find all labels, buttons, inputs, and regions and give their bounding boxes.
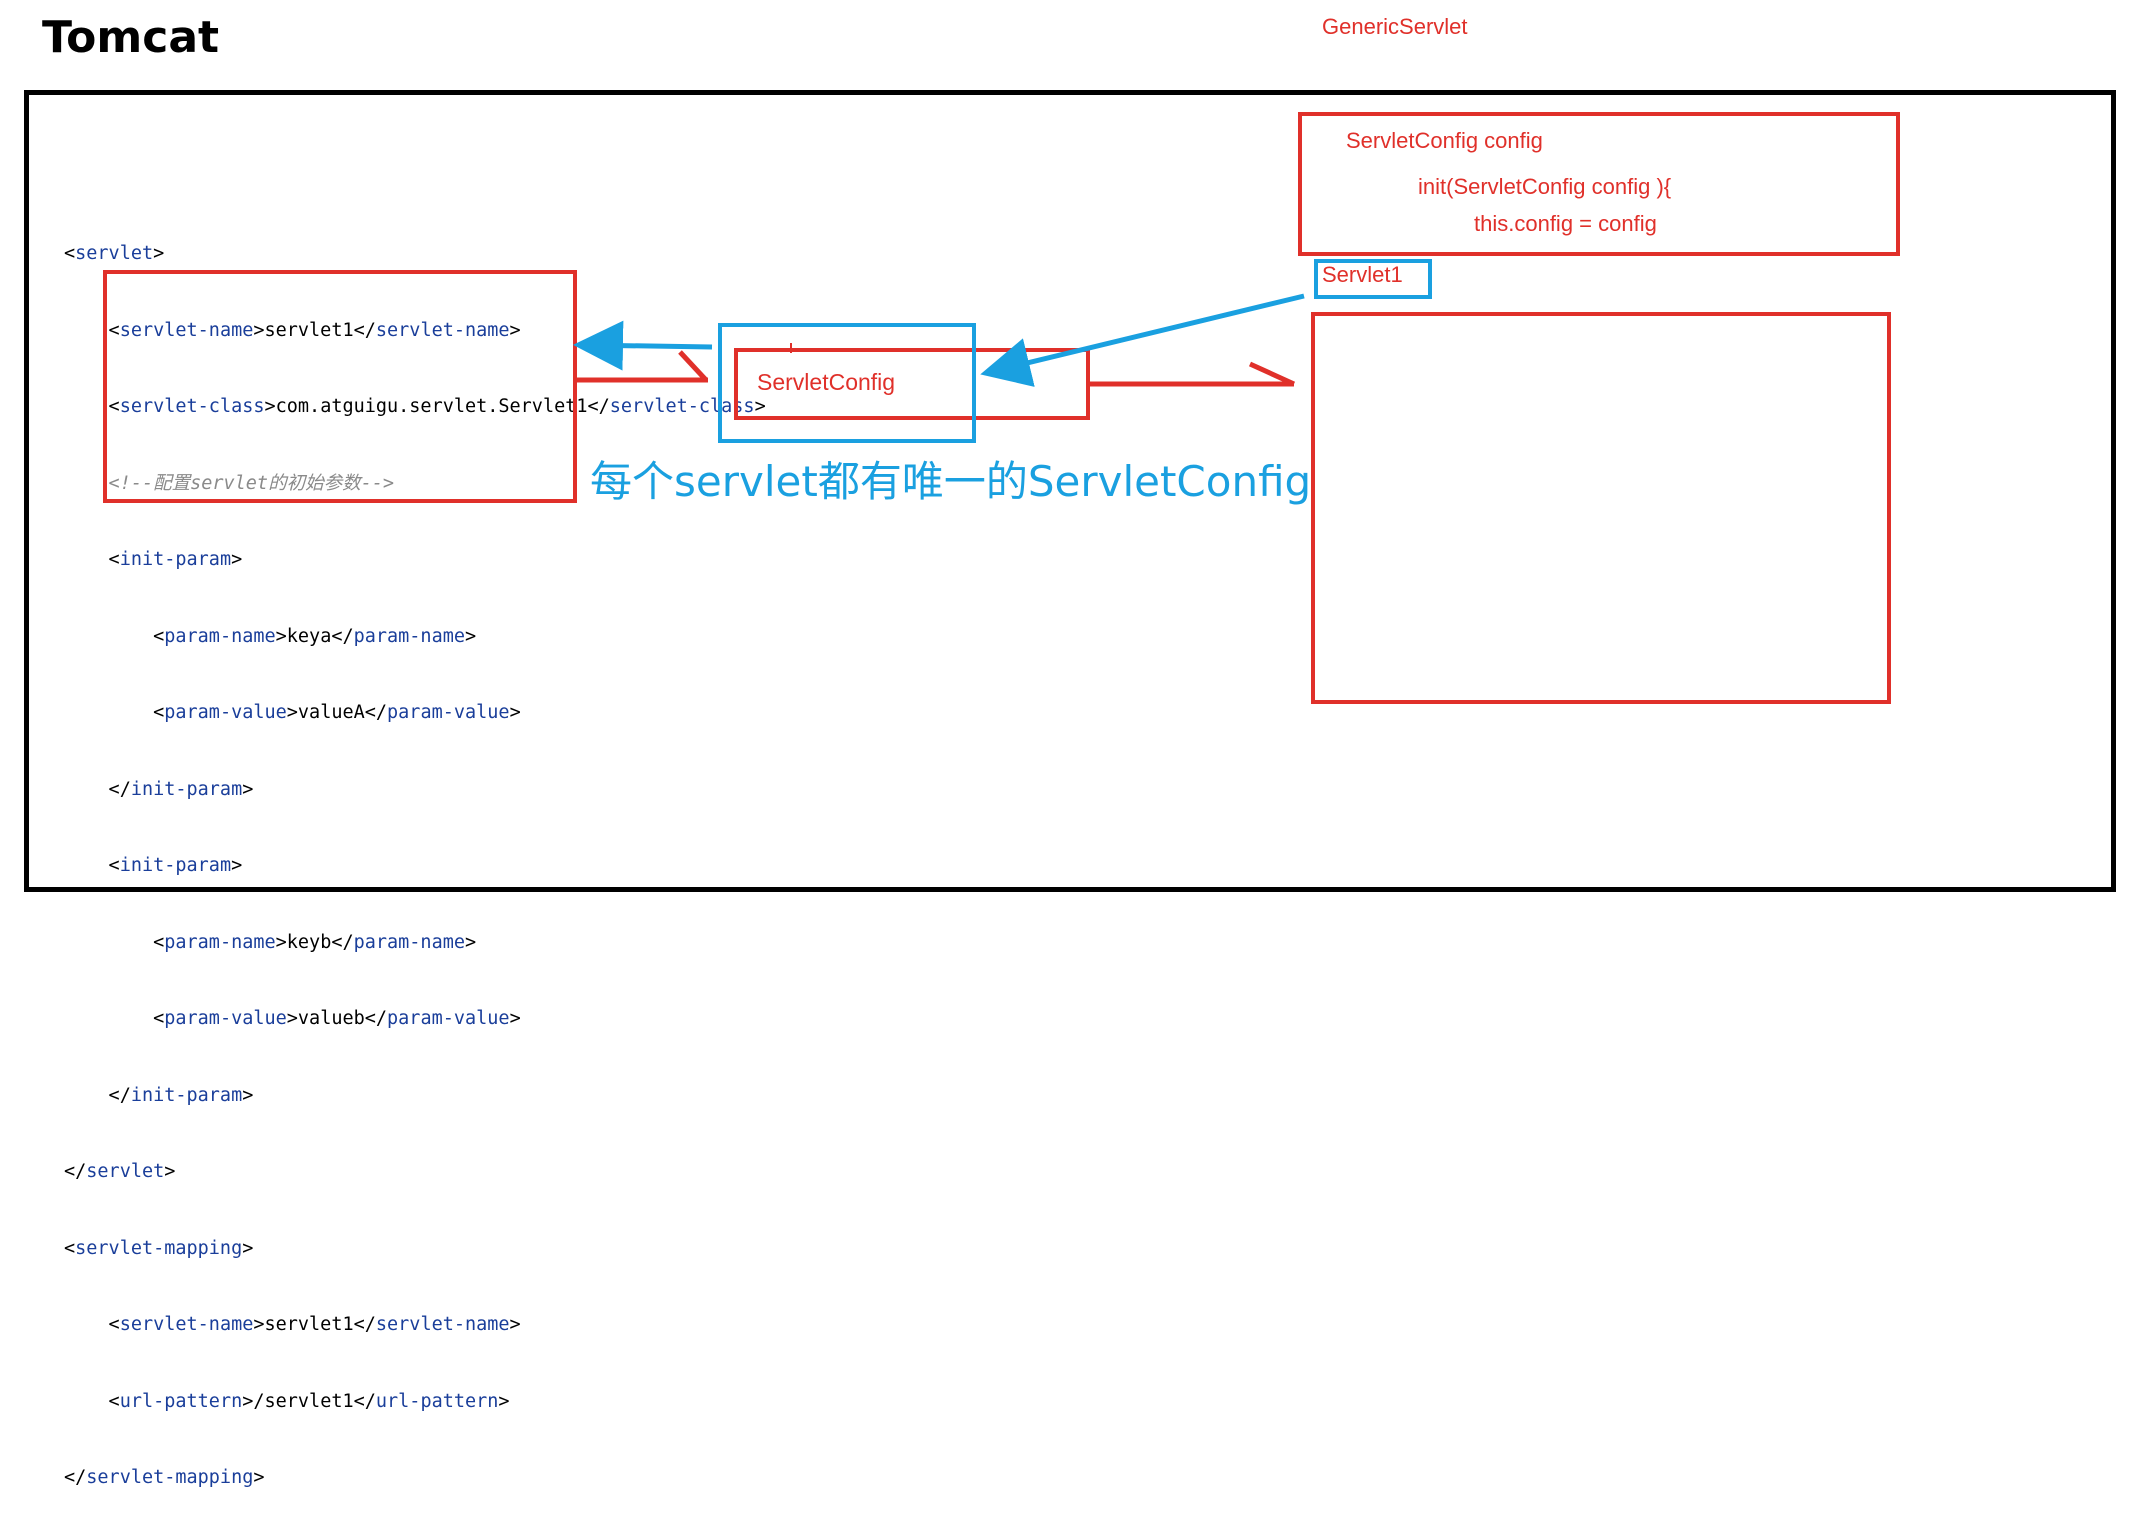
code-line: <param-value>valueb</param-value>	[64, 1008, 521, 1029]
arrow-params-to-config-head	[678, 350, 708, 382]
arrow-servlet1-to-config	[980, 293, 1305, 387]
servlet1-box	[1311, 312, 1891, 704]
tomcat-container	[24, 90, 2116, 892]
config-assign-text: this.config = config	[1474, 211, 1657, 236]
init-method-text: init(ServletConfig config ){	[1418, 174, 1672, 199]
diagram-arrows	[573, 293, 1305, 387]
config-field-text: ServletConfig config	[1346, 128, 1543, 153]
code-comment: <!--配置servlet的初始参数-->	[64, 472, 394, 494]
servlet-config-label: ServletConfig	[757, 369, 896, 395]
code-line: </servlet-mapping>	[64, 1467, 265, 1488]
generic-servlet-label: GenericServlet	[1322, 14, 1468, 39]
code-line: <servlet>	[64, 243, 165, 264]
servlet1-label-box	[1314, 259, 1432, 299]
code-line: <init-param>	[64, 855, 243, 876]
page-title: Tomcat	[42, 12, 220, 63]
code-line: <param-name>keyb</param-name>	[64, 931, 477, 953]
code-line: <servlet-name>servlet1</servlet-name>	[64, 319, 521, 341]
code-line: <param-value>valueA</param-value>	[64, 702, 521, 723]
code-line: </init-param>	[64, 1084, 254, 1106]
code-line: <url-pattern>/servlet1</url-pattern>	[64, 1390, 510, 1412]
code-line: <init-param>	[64, 549, 243, 570]
code-line: <param-name>keya</param-name>	[64, 625, 477, 647]
servlet-config-blue-box	[718, 323, 976, 443]
code-line: </servlet>	[64, 1161, 176, 1182]
init-param-highlight-box	[103, 270, 577, 503]
arrow-config-to-params	[573, 320, 713, 371]
code-line: <servlet-name>servlet1</servlet-name>	[64, 1314, 521, 1335]
generic-servlet-box	[1298, 112, 1900, 256]
servlet-config-red-box	[734, 348, 1090, 420]
servlet1-label: Servlet1	[1322, 262, 1403, 287]
code-line: </init-param>	[64, 778, 254, 800]
code-line: <servlet-mapping>	[64, 1237, 254, 1259]
arrow-config-to-servlet1-head	[1248, 361, 1296, 387]
servlet-config-caption: 每个servlet都有唯一的ServletConfig	[590, 457, 1312, 506]
